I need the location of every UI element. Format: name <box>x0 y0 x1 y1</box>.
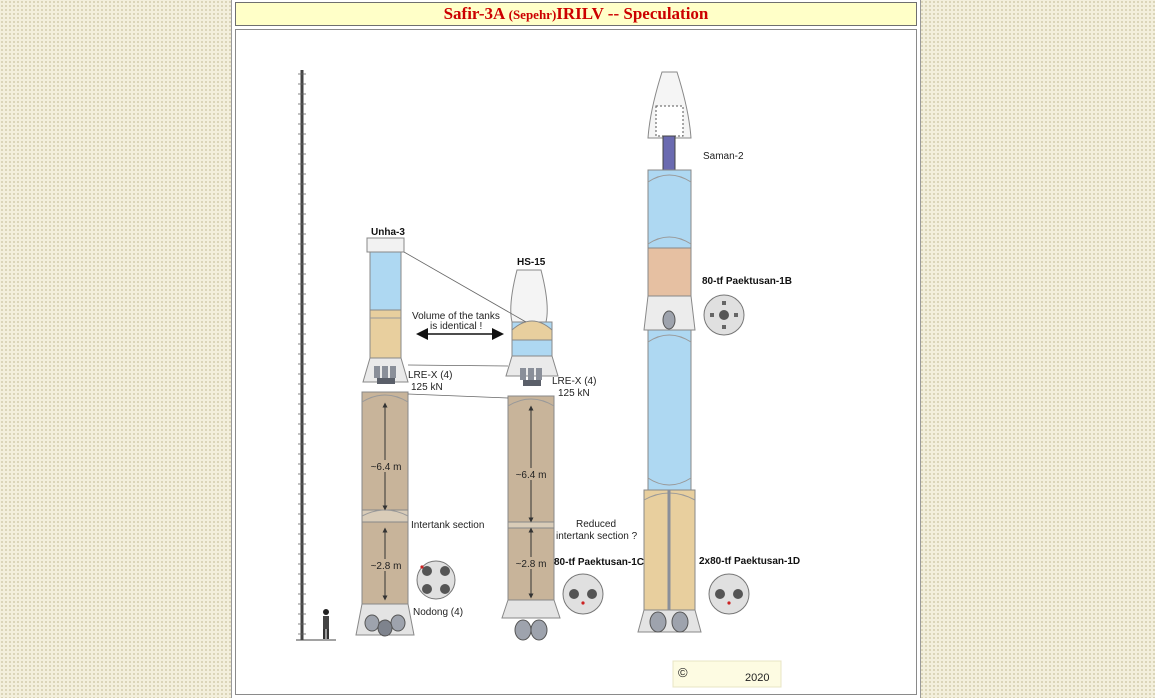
title-part2: (Sepehr) <box>508 7 557 22</box>
engine-crosssection-nodong <box>416 560 456 600</box>
label-reduced-line2: intertank section ? <box>556 531 638 542</box>
hs15-rocket <box>501 269 561 641</box>
unha3-dim-lower: ~2.8 m <box>371 561 402 572</box>
label-paektusan-1b: 80-tf Paektusan-1B <box>702 276 792 287</box>
comparison-guide-lines <box>403 251 527 399</box>
hs15-lrex-engines <box>520 368 542 386</box>
label-volume-line2: is identical ! <box>430 321 482 332</box>
hs15-dim-upper: ~6.4 m <box>516 470 547 481</box>
label-hs15: HS-15 <box>517 257 546 268</box>
label-lrex-unha-line1: LRE-X (4) <box>408 370 452 381</box>
label-lrex-unha-line2: 125 kN <box>411 382 443 393</box>
title-part1: Safir-3A <box>443 4 505 23</box>
copyright-year: 2020 <box>745 672 769 684</box>
rocket-comparison-diagram: ~6.4 m ~2.8 m <box>296 70 800 688</box>
engine-crosssection-1c <box>562 573 604 615</box>
hs15-dim-lower: ~2.8 m <box>516 559 547 570</box>
label-lrex-hs15-line2: 125 kN <box>558 388 590 399</box>
label-paektusan-1d: 2x80-tf Paektusan-1D <box>699 556 800 567</box>
engine-crosssection-1d <box>708 573 750 615</box>
copyright-box: © 2020 <box>672 660 782 688</box>
diagram-frame: ~6.4 m ~2.8 m <box>235 29 917 695</box>
label-lrex-hs15-line1: LRE-X (4) <box>552 376 596 387</box>
engine-crosssection-1b <box>703 294 745 336</box>
copyright-icon: © <box>678 665 688 680</box>
page-title: Safir-3A (Sepehr)IRILV -- Speculation <box>235 2 917 26</box>
label-saman2: Saman-2 <box>703 151 744 162</box>
label-nodong: Nodong (4) <box>413 607 463 618</box>
height-scale-bar <box>296 70 336 641</box>
safir3a-rocket <box>637 71 702 633</box>
content-panel: Safir-3A (Sepehr)IRILV -- Speculation <box>231 0 921 698</box>
label-unha3: Unha-3 <box>371 227 405 238</box>
title-part3: IRILV -- Speculation <box>556 4 709 23</box>
unha3-lrex-engines <box>374 366 396 384</box>
label-intertank: Intertank section <box>411 520 484 531</box>
unha3-dim-upper: ~6.4 m <box>371 462 402 473</box>
human-figure-icon <box>323 609 329 639</box>
nodong-engines <box>364 614 406 637</box>
unha3-rocket <box>355 237 415 637</box>
label-paektusan-1c: 80-tf Paektusan-1C <box>554 557 644 568</box>
label-reduced-line1: Reduced <box>576 519 616 530</box>
label-volume-line1: Volume of the tanks <box>412 311 500 322</box>
